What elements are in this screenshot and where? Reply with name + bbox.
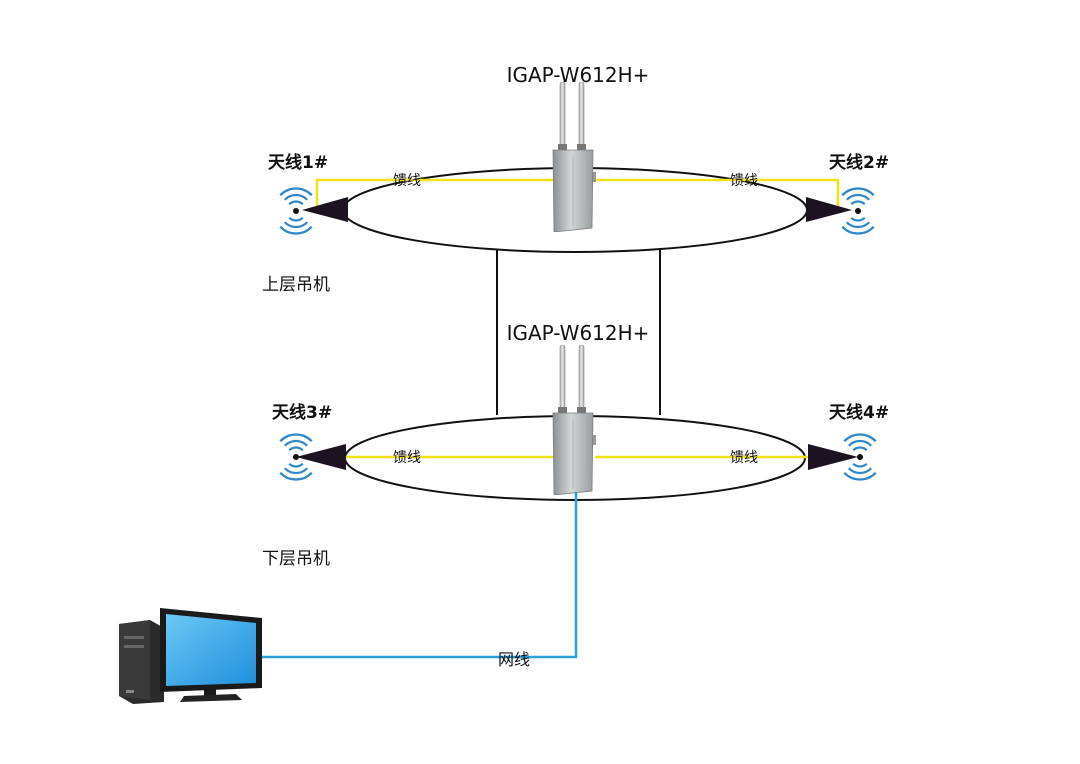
- antenna-2-horn: [806, 197, 852, 222]
- lower-feeder-right-label: 馈线: [730, 450, 758, 466]
- computer-icon: [119, 608, 262, 704]
- upper-ap-model-label: IGAP-W612H+: [507, 63, 650, 87]
- antenna-1-horn: [302, 197, 348, 222]
- upper-feeder-right: [595, 178, 840, 208]
- upper-feeder-left: [315, 178, 555, 208]
- upper-layer-label: 上层吊机: [262, 275, 330, 295]
- upper-feeder-left-label: 馈线: [393, 173, 421, 189]
- antenna-2-label: 天线2#: [829, 152, 889, 173]
- antenna-3-horn: [296, 444, 346, 470]
- lower-ap-model-label: IGAP-W612H+: [507, 321, 650, 345]
- antenna-4-horn: [808, 444, 858, 470]
- upper-layer: IGAP-W612H+ 天线1# 天线2# 馈线 馈线 上层吊机: [262, 63, 889, 295]
- antenna-3-label: 天线3#: [272, 402, 332, 423]
- network-cable-label: 网线: [498, 650, 530, 669]
- upper-feeder-right-label: 馈线: [730, 173, 758, 189]
- antenna-4-label: 天线4#: [829, 402, 889, 423]
- lower-ap-device: [552, 345, 597, 495]
- lower-feeder-left-label: 馈线: [393, 450, 421, 466]
- network-cable-line: [262, 492, 578, 659]
- antenna-1-label: 天线1#: [268, 152, 328, 173]
- upper-ap-device: [552, 82, 597, 232]
- lower-layer-label: 下层吊机: [262, 549, 330, 569]
